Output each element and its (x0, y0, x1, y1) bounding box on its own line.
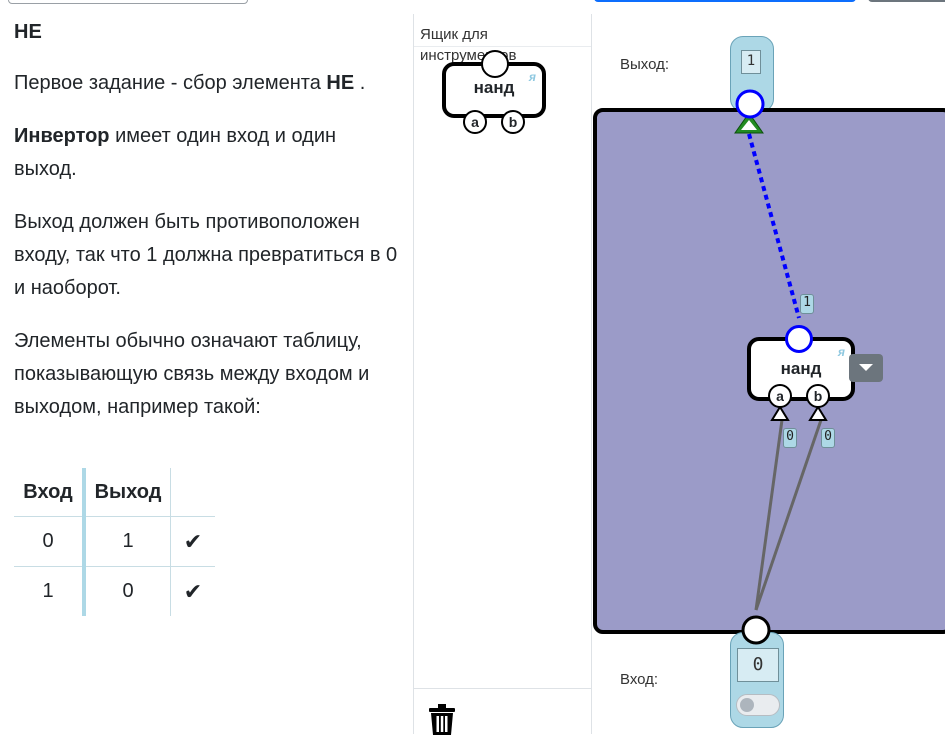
task-paragraph-1: Первое задание - сбор элемента НЕ . (14, 72, 366, 94)
gate-badge: я (837, 345, 845, 359)
header-input: Вход (23, 480, 73, 503)
input-b-wire-bit: 0 (821, 428, 835, 448)
gate-output-pin[interactable] (785, 325, 813, 353)
gate-menu-button[interactable] (849, 354, 883, 382)
output-value: 1 (741, 50, 761, 74)
input-wire-b[interactable] (754, 419, 823, 611)
output-node-pin[interactable] (735, 89, 765, 119)
task-paragraph-2: Инвертор имеет один вход и один выход. (14, 125, 337, 180)
gate-pin-a[interactable]: a (768, 384, 792, 408)
pin-b-arrow-icon (808, 405, 828, 421)
toolbox-divider-bottom (414, 688, 591, 689)
gate-pin-b[interactable]: b (501, 110, 525, 134)
table-row: 0 1 ✔ (14, 516, 215, 567)
truth-table-header: Вход Выход (14, 468, 215, 517)
input-node-pin[interactable] (741, 615, 771, 645)
toggle-knob (740, 698, 754, 712)
input-value: 0 (737, 648, 779, 682)
input-a-wire-bit: 0 (783, 428, 797, 448)
input-label: Вход: (620, 671, 659, 688)
gate-label: нанд (780, 359, 822, 378)
toolbox-panel: Ящик для инструментов (413, 14, 592, 736)
task-title: НЕ (14, 21, 42, 43)
gate-badge: я (528, 70, 536, 84)
output-wire-bit: 1 (800, 294, 814, 314)
task-paragraph-3: Выход должен быть противоположен входу, … (14, 211, 398, 299)
output-wire[interactable] (747, 133, 801, 319)
top-secondary-button[interactable] (868, 0, 945, 2)
task-description: НЕ Первое задание - сбор элемента НЕ . И… (14, 16, 404, 444)
trash-icon[interactable] (428, 704, 456, 736)
toolbox-divider (414, 46, 591, 47)
output-label: Выход: (620, 56, 670, 73)
pin-a-arrow-icon (770, 405, 790, 421)
input-toggle-switch[interactable] (736, 694, 780, 716)
gate-label: нанд (473, 78, 515, 97)
input-wire-a[interactable] (754, 419, 784, 611)
top-primary-button[interactable] (594, 0, 856, 2)
check-icon: ✔ (170, 566, 215, 616)
task-paragraph-4: Элементы обычно означают таблицу, показы… (14, 330, 370, 418)
table-row: 1 0 ✔ (14, 566, 215, 616)
header-check (170, 468, 215, 517)
check-icon: ✔ (170, 516, 215, 567)
gate-pin-a[interactable]: a (463, 110, 487, 134)
caret-down-icon (859, 364, 873, 371)
truth-table: Вход Выход 0 1 ✔ 1 0 ✔ (14, 468, 215, 616)
header-output: Выход (82, 468, 171, 517)
gate-pin-b[interactable]: b (806, 384, 830, 408)
gate-output-pin[interactable] (481, 50, 509, 78)
output-arrow-inner (741, 120, 757, 130)
